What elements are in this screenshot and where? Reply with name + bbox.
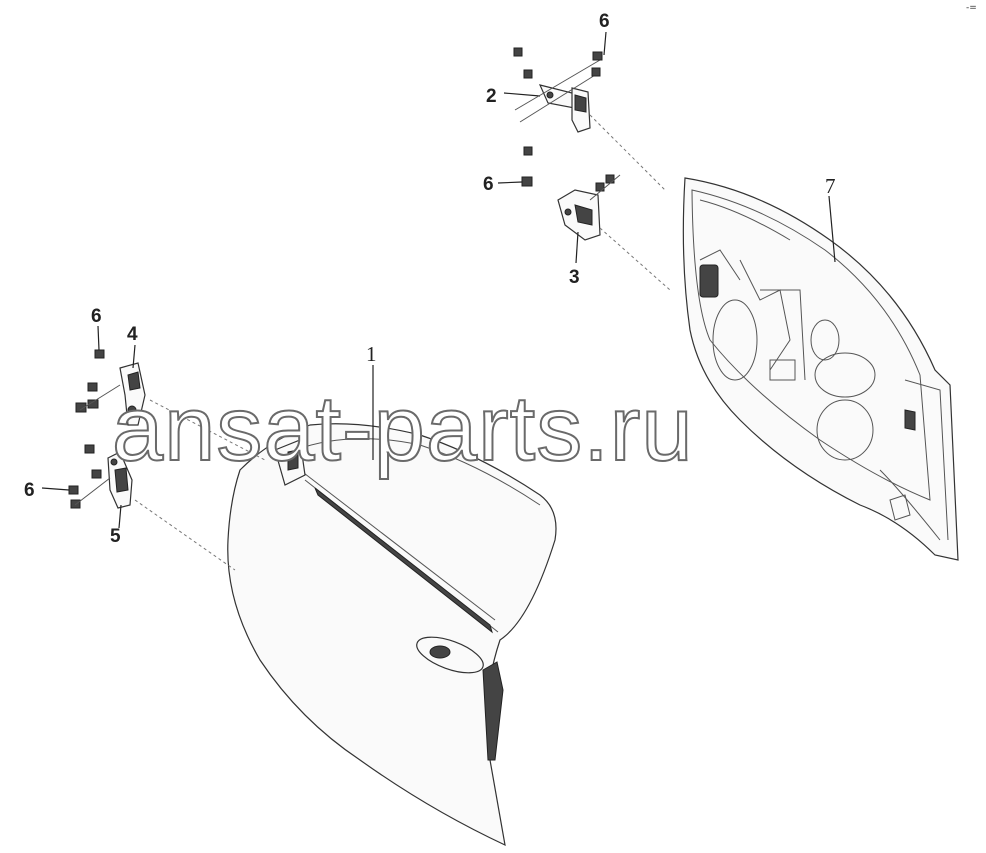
callout-6-left-lower: 6 (24, 480, 35, 501)
callout-1: 1 (366, 342, 377, 366)
lower-hinge-door-side: 5 6 (24, 444, 133, 547)
lower-hinge-body-side: 6 3 (483, 174, 671, 291)
upper-hinge-door-side: 4 6 (75, 306, 146, 426)
callout-7: 7 (825, 174, 836, 198)
upper-hinge-body-side: 2 (486, 59, 666, 191)
callout-5: 5 (110, 526, 121, 547)
callout-2: 2 (486, 86, 497, 107)
door-assembly: 1 (134, 342, 557, 847)
watermark-text: ansat-parts.ru (112, 378, 694, 480)
corner-mark: -= (966, 3, 977, 13)
callout-6-top: 6 (599, 11, 610, 32)
callout-6-mid: 6 (483, 174, 494, 195)
callout-3: 3 (569, 267, 580, 288)
callout-4: 4 (127, 324, 138, 345)
door-inner-panel: 7 (682, 174, 959, 561)
callout-6-left-upper: 6 (91, 306, 102, 327)
bolt-group-top: 6 (513, 11, 610, 156)
